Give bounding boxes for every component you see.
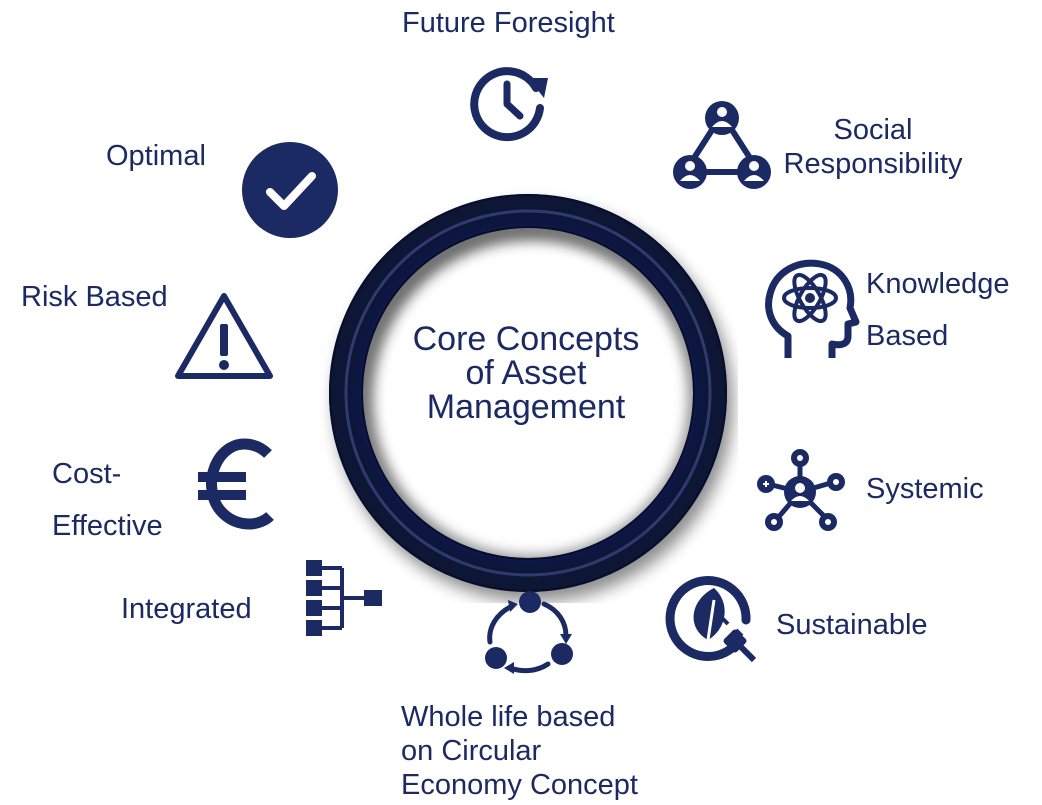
label-risk-based: Risk Based xyxy=(21,281,168,313)
central-ring xyxy=(318,183,738,603)
label-sustainable: Sustainable xyxy=(776,609,928,641)
people-network-icon xyxy=(672,100,772,190)
checkmark-circle-icon xyxy=(240,140,340,240)
center-title: Core Concepts of Asset Management xyxy=(412,320,640,426)
label-social-responsibility: Social Responsibility xyxy=(783,114,963,180)
hub-network-icon xyxy=(752,448,848,534)
warning-icon xyxy=(172,290,276,384)
label-future-foresight: Future Foresight xyxy=(402,7,615,39)
circular-cycle-icon xyxy=(482,588,578,678)
clock-rotate-icon xyxy=(466,58,552,144)
head-atom-icon xyxy=(760,258,860,366)
label-optimal: Optimal xyxy=(106,140,206,172)
label-whole-life: Whole life based on Circular Economy Con… xyxy=(401,701,638,801)
label-systemic: Systemic xyxy=(866,473,984,505)
label-knowledge-based: Knowledge Based xyxy=(866,268,1010,352)
leaf-plug-icon xyxy=(664,570,764,664)
euro-icon xyxy=(196,438,276,530)
hierarchy-icon xyxy=(302,556,384,638)
label-integrated: Integrated xyxy=(121,593,252,625)
label-cost-effective: Cost- Effective xyxy=(52,458,163,542)
